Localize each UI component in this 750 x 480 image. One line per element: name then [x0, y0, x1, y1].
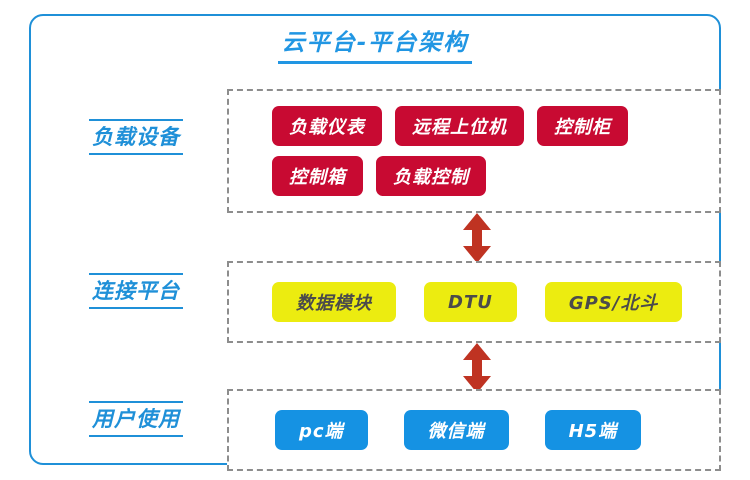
- chip-h5-client[interactable]: H5端: [544, 410, 642, 450]
- chip-row: 负载仪表 远程上位机 控制柜: [229, 104, 719, 148]
- chip-wechat-client[interactable]: 微信端: [403, 410, 509, 450]
- architecture-diagram-frame: 云平台-平台架构 负载设备 负载仪表 远程上位机 控制柜 控制箱 负载控制 连接…: [29, 14, 721, 471]
- chip-control-box[interactable]: 控制箱: [272, 156, 363, 196]
- chip-load-meter[interactable]: 负载仪表: [272, 106, 382, 146]
- layer-label-load-equipment: 负载设备: [61, 119, 211, 155]
- layer-group-load-equipment: 负载仪表 远程上位机 控制柜 控制箱 负载控制: [227, 89, 721, 213]
- chip-row: 控制箱 负载控制: [229, 154, 719, 198]
- layer-label-connection-platform: 连接平台: [61, 273, 211, 309]
- page-title-text: 云平台-平台架构: [277, 28, 473, 64]
- chip-row: pc端 微信端 H5端: [229, 408, 719, 452]
- chip-load-control[interactable]: 负载控制: [376, 156, 486, 196]
- chip-remote-host[interactable]: 远程上位机: [395, 106, 524, 146]
- chip-dtu[interactable]: DTU: [424, 282, 517, 322]
- chip-gps-beidou[interactable]: GPS/北斗: [544, 282, 683, 322]
- chip-control-cabinet[interactable]: 控制柜: [537, 106, 628, 146]
- layer-group-connection-platform: 数据模块 DTU GPS/北斗: [227, 261, 721, 343]
- layer-group-user-access: pc端 微信端 H5端: [227, 389, 721, 471]
- double-arrow-vertical-icon: [463, 213, 491, 263]
- layer-label-text: 负载设备: [89, 119, 183, 155]
- chip-pc-client[interactable]: pc端: [275, 410, 368, 450]
- layer-label-user-access: 用户使用: [61, 401, 211, 437]
- connector-connect-to-user: [460, 343, 494, 393]
- chip-row: 数据模块 DTU GPS/北斗: [229, 280, 719, 324]
- double-arrow-vertical-icon: [463, 343, 491, 393]
- chip-data-module[interactable]: 数据模块: [272, 282, 396, 322]
- page-title: 云平台-平台架构: [31, 28, 719, 64]
- connector-load-to-connect: [460, 213, 494, 263]
- layer-label-text: 用户使用: [89, 401, 183, 437]
- layer-label-text: 连接平台: [89, 273, 183, 309]
